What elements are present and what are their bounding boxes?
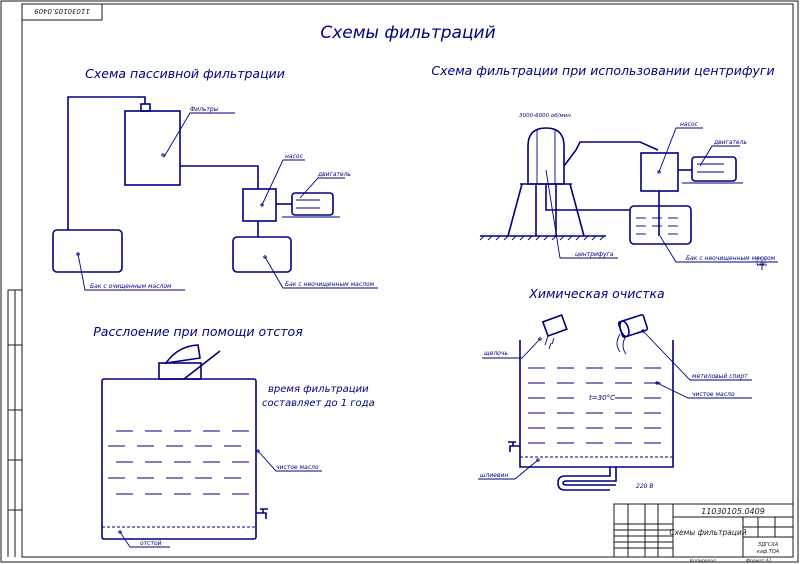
label-sediment: отстой [140,540,162,547]
label-pump-passive: насос [285,153,304,160]
centrifuge-scheme: Схема фильтрации при использовании центр… [431,63,778,270]
label-centrifuge: центрифуга [575,251,614,258]
cursor-crosshair [756,257,767,270]
motor-body [291,192,334,216]
label-clean-tank: Бак с очищенным маслом [90,283,172,290]
title-block-org1: ЗДГСХА [758,542,779,548]
centrifuge-title: Схема фильтрации при использовании центр… [431,63,774,78]
settling-tap [256,508,268,519]
top-left-stamp [21,3,103,21]
title-block-org2: каф.ТОА [757,549,780,555]
pipe-filter-to-pump [180,165,259,189]
filter-cap [140,103,151,112]
passive-title: Схема пассивной фильтрации [85,66,285,81]
heater-coil [557,467,611,491]
left-margin-strip [7,289,22,557]
label-dirty-tank-passive: Бак с неочищенным маслом [285,281,375,288]
inner-frame [21,3,794,558]
chemical-scheme: Химическая очистка [478,286,752,491]
label-filter: Фильтры [190,106,219,113]
settling-liquid [108,430,249,495]
centrifuge-pump-box [640,152,679,192]
title-block-code: 11030105.0409 [701,507,765,516]
centrifuge-body [527,127,565,185]
note-line1: время фильтрации [268,384,369,395]
dirty-oil-tank [232,236,292,273]
settling-tank [101,378,257,540]
alkali-container [541,314,568,338]
label-motor-centrifuge: двигатель [713,139,747,146]
centrifuge-dirty-tank [629,205,692,245]
settling-title: Расслоение при помощи отстоя [93,324,303,339]
label-dirty-tank-centrifuge: Бак с неочищенным маслом [686,255,776,262]
label-alkali: щелочь [484,350,508,357]
pipe-clean-to-filter [67,96,146,230]
chemical-tank [519,340,674,468]
pump-box [242,188,277,222]
centrifuge-motor [691,156,737,182]
label-sludge: шлиевин [480,472,508,479]
label-speed: 3000-6000 об/мин [519,113,571,119]
label-pump-centrifuge: насос [680,121,699,128]
bottom-right-caption: Формат А1 [746,558,772,564]
settling-lid [158,362,202,380]
settling-scheme: Расслоение при помощи отстоя время фильт… [93,324,375,548]
label-temperature: t=30°С [589,394,615,402]
main-title: Схемы фильтраций [320,23,495,43]
label-clean-oil-chemical: чистое масло [692,391,735,398]
label-clean-oil-settling: чистое масло [276,464,319,471]
title-block: 11030105.0409 Схемы фильтраций ЗДГСХА ка… [613,503,794,564]
clean-oil-tank [52,229,123,273]
passive-filtration-scheme: Схема пассивной фильтрации Фильтры насос [52,66,378,291]
top-left-code: 11030105.0409 [34,7,90,15]
label-voltage: 220 В [636,483,653,490]
chemical-liquid [528,367,661,444]
bottom-left-caption: Копировал [690,558,716,564]
label-motor-passive: двигатель [317,171,351,178]
chemical-tap [508,441,520,452]
title-block-name: Схемы фильтраций [669,528,746,537]
alcohol-container [617,314,649,338]
label-alcohol: метиловый спирт [692,373,748,380]
filter-box [124,110,181,186]
chemical-title: Химическая очистка [528,286,664,301]
note-line2: составляет до 1 года [262,398,375,409]
